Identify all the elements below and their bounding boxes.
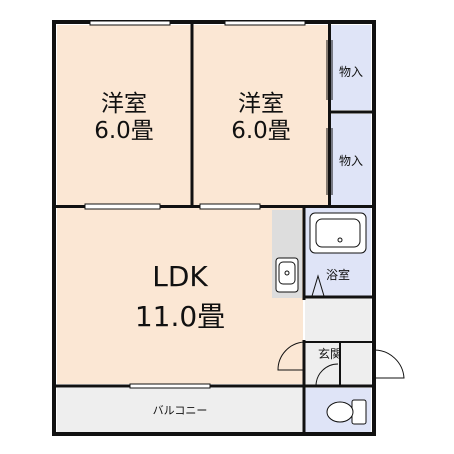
western-room-2-area: [193, 25, 328, 205]
windows: [89, 20, 306, 389]
closet-lower-label: 物入: [339, 154, 363, 168]
corridor-area: [305, 298, 371, 341]
ldk-name: LDK: [152, 260, 208, 293]
closet-lower-area: [331, 114, 371, 205]
balcony-area: [57, 388, 303, 432]
closet-upper-area: [331, 25, 371, 110]
doors: [84, 40, 405, 387]
bathroom-label: 浴室: [326, 267, 350, 282]
fixtures: [275, 212, 367, 425]
balcony-label: バルコニー: [153, 404, 208, 417]
entrance-label: 玄関: [318, 346, 342, 361]
western-room-1-name: 洋室: [101, 91, 147, 117]
western-room-2-name: 洋室: [238, 91, 284, 117]
western-room-1-area: [57, 25, 191, 205]
western-room-2-size: 6.0畳: [231, 118, 291, 144]
toilet: [351, 399, 367, 425]
ldk-area: [57, 208, 303, 384]
ldk-size: 11.0畳: [135, 300, 225, 333]
western-room-1-size: 6.0畳: [94, 118, 154, 144]
closet-upper-label: 物入: [339, 65, 363, 79]
